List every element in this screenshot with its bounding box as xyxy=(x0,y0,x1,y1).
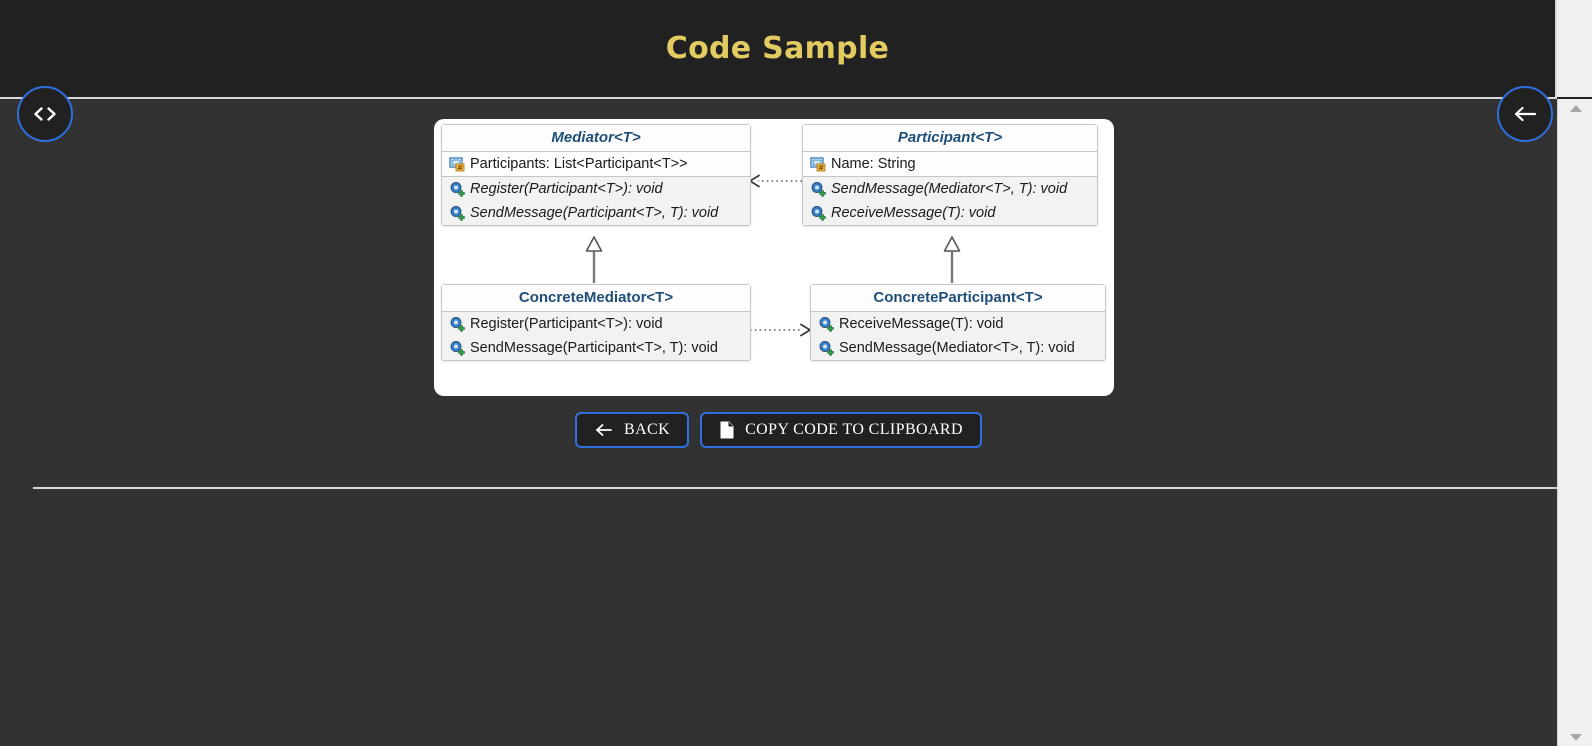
back-fab-button[interactable] xyxy=(1497,86,1553,142)
uml-method-text: SendMessage(Participant<T>, T): void xyxy=(470,205,719,222)
uml-method-row: ReceiveMessage(T): void xyxy=(811,312,1105,336)
scrollbar-down-button[interactable] xyxy=(1558,728,1592,746)
uml-method-text: Register(Participant<T>): void xyxy=(470,181,663,198)
uml-method-row: Register(Participant<T>): void xyxy=(442,177,750,201)
uml-method-row: SendMessage(Mediator<T>, T): void xyxy=(811,336,1105,360)
method-icon xyxy=(810,181,826,197)
show-code-button[interactable] xyxy=(17,86,73,142)
scrollbar-corner xyxy=(1557,0,1592,99)
copy-code-button[interactable]: COPY CODE TO CLIPBOARD xyxy=(700,412,982,448)
method-icon xyxy=(449,340,465,356)
method-icon xyxy=(818,340,834,356)
uml-fields-section: # Participants: List<Participant<T>> xyxy=(442,152,750,178)
uml-class-mediator[interactable]: Mediator<T> # Participants: List<Partici… xyxy=(441,124,751,227)
uml-method-row: SendMessage(Mediator<T>, T): void xyxy=(803,177,1097,201)
uml-fields-section: # Name: String xyxy=(803,152,1097,178)
uml-class-title: Participant<T> xyxy=(803,125,1097,152)
content-divider xyxy=(33,487,1557,489)
uml-method-row: Register(Participant<T>): void xyxy=(442,312,750,336)
uml-class-concrete-participant[interactable]: ConcreteParticipant<T> ReceiveMessage(T)… xyxy=(810,284,1106,362)
scrollbar-corner-inner xyxy=(1557,0,1592,97)
field-icon: # xyxy=(810,156,826,172)
uml-methods-section: Register(Participant<T>): void SendMessa… xyxy=(442,177,750,226)
uml-methods-section: Register(Participant<T>): void SendMessa… xyxy=(442,312,750,361)
scrollbar-thumb[interactable] xyxy=(1560,118,1591,708)
uml-class-title: Mediator<T> xyxy=(442,125,750,152)
svg-text:#: # xyxy=(818,164,824,172)
page-title: Code Sample xyxy=(665,31,890,66)
back-button[interactable]: BACK xyxy=(575,412,690,448)
uml-class-title: ConcreteParticipant<T> xyxy=(811,285,1105,312)
method-icon xyxy=(810,205,826,221)
method-icon xyxy=(818,316,834,332)
uml-method-text: SendMessage(Participant<T>, T): void xyxy=(470,340,718,357)
action-button-row: BACK COPY CODE TO CLIPBOARD xyxy=(0,412,1557,448)
uml-methods-section: ReceiveMessage(T): void SendMessage(Medi… xyxy=(811,312,1105,361)
uml-field-text: Participants: List<Participant<T>> xyxy=(470,156,688,172)
uml-class-title: ConcreteMediator<T> xyxy=(442,285,750,312)
content-area: Mediator<T> # Participants: List<Partici… xyxy=(0,99,1557,746)
document-icon xyxy=(719,421,735,439)
field-icon: # xyxy=(449,156,465,172)
uml-method-text: ReceiveMessage(T): void xyxy=(839,316,1004,332)
method-icon xyxy=(449,316,465,332)
uml-method-text: ReceiveMessage(T): void xyxy=(831,205,996,222)
arrow-left-icon xyxy=(594,422,614,438)
chevron-down-icon xyxy=(1569,733,1582,741)
svg-text:#: # xyxy=(457,164,463,172)
uml-class-concrete-mediator[interactable]: ConcreteMediator<T> Register(Participant… xyxy=(441,284,751,362)
copy-code-button-label: COPY CODE TO CLIPBOARD xyxy=(745,421,963,438)
back-button-label: BACK xyxy=(624,421,671,438)
uml-class-participant[interactable]: Participant<T> # Name: String xyxy=(802,124,1098,227)
uml-field-row: # Participants: List<Participant<T>> xyxy=(442,152,750,176)
uml-method-text: Register(Participant<T>): void xyxy=(470,316,663,332)
method-icon xyxy=(449,181,465,197)
uml-diagram-card: Mediator<T> # Participants: List<Partici… xyxy=(434,119,1114,396)
uml-method-row: ReceiveMessage(T): void xyxy=(803,201,1097,225)
uml-field-row: # Name: String xyxy=(803,152,1097,176)
method-icon xyxy=(449,205,465,221)
page-header: Code Sample xyxy=(0,0,1557,99)
uml-methods-section: SendMessage(Mediator<T>, T): void Receiv… xyxy=(803,177,1097,226)
uml-method-row: SendMessage(Participant<T>, T): void xyxy=(442,336,750,360)
arrow-left-icon xyxy=(1512,104,1538,124)
uml-method-text: SendMessage(Mediator<T>, T): void xyxy=(839,340,1075,357)
chevron-up-icon xyxy=(1569,104,1582,112)
code-brackets-icon xyxy=(32,105,58,123)
vertical-scrollbar[interactable] xyxy=(1557,99,1592,746)
uml-field-text: Name: String xyxy=(831,156,916,172)
scrollbar-up-button[interactable] xyxy=(1558,99,1592,117)
uml-method-row: SendMessage(Participant<T>, T): void xyxy=(442,201,750,225)
uml-method-text: SendMessage(Mediator<T>, T): void xyxy=(831,181,1068,198)
